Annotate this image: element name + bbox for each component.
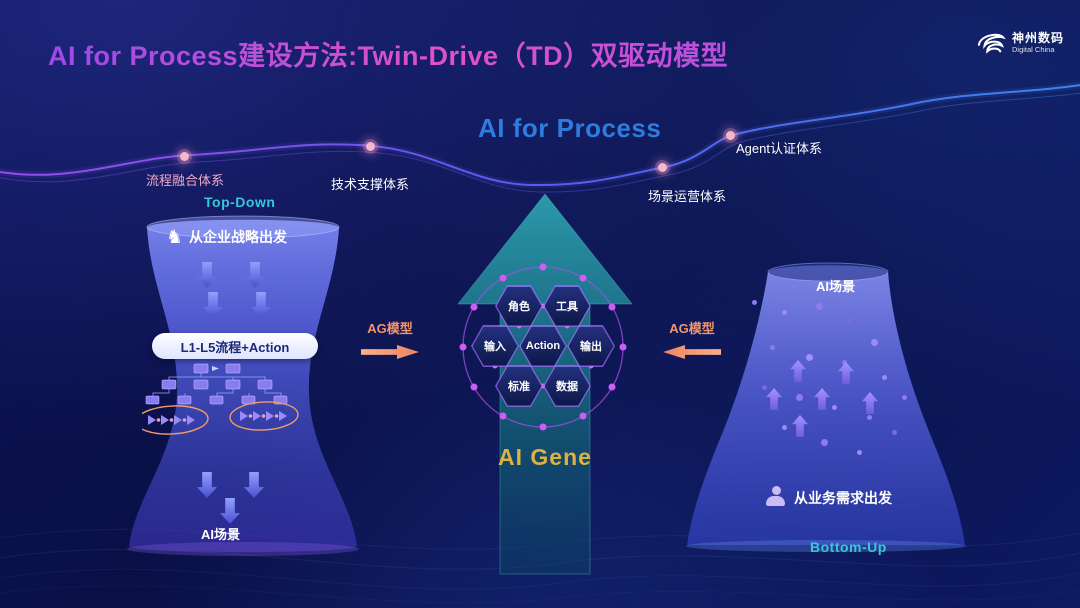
bottom-up-label: Bottom-Up — [810, 539, 887, 555]
hexagon-role: 角色 — [495, 285, 543, 327]
milestone-label-scene-operation: 场景运营体系 — [648, 189, 727, 204]
milestone-dot — [366, 142, 375, 151]
right-ai-scene-label: AI场景 — [816, 279, 856, 294]
right-arrow-icon — [361, 344, 419, 360]
strategy-start-row: ♞ 从企业战略出发 — [166, 227, 287, 247]
digital-china-swirl-icon — [977, 33, 1006, 54]
company-logo: 神州数码 Digital China — [976, 30, 1064, 56]
ag-model-left-label: AG模型 — [367, 321, 413, 336]
page-title: AI for Process建设方法:Twin-Drive（TD）双驱动模型 — [48, 34, 728, 73]
milestone-label-agent-certification: Agent认证体系 — [736, 141, 822, 156]
logo-subtitle: Digital China — [1011, 44, 1055, 54]
top-down-label: Top-Down — [204, 194, 276, 210]
hexagon-standard: 标准 — [495, 365, 543, 407]
milestone-label-process-fusion: 流程融合体系 — [146, 173, 225, 188]
hexagon-tool: 工具 — [543, 285, 591, 327]
process-flow-diagram — [142, 363, 299, 435]
timeline-ribbon-wave — [0, 81, 1080, 193]
strategy-start-label: 从企业战略出发 — [189, 229, 288, 245]
ai-gene-label: AI Gene — [498, 444, 592, 470]
ag-model-left: AG模型 — [358, 318, 422, 360]
person-icon — [766, 486, 786, 506]
hexagon-output: 输出 — [567, 325, 615, 367]
left-funnel-shape — [127, 215, 359, 556]
ag-model-right: AG模型 — [660, 318, 724, 360]
milestone-dot — [658, 163, 667, 172]
milestone-label-tech-support: 技术支撑体系 — [331, 177, 410, 192]
hexagon-input: 输入 — [471, 325, 519, 367]
logo-name: 神州数码 — [1011, 30, 1064, 45]
right-funnel-shape — [686, 262, 966, 552]
business-need-start-label: 从业务需求出发 — [794, 490, 892, 506]
center-heading: AI for Process — [478, 113, 662, 143]
hexagon-data: 数据 — [543, 365, 591, 407]
left-ai-scene-label: AI场景 — [201, 527, 241, 542]
chess-knight-icon: ♞ — [166, 226, 184, 248]
milestone-dot — [726, 131, 735, 140]
process-action-pill: L1-L5流程+Action — [152, 333, 318, 359]
ag-model-right-label: AG模型 — [669, 321, 715, 336]
scatter-dots — [752, 300, 757, 305]
milestone-dot — [180, 152, 189, 161]
hexagon-action: Action — [519, 325, 567, 367]
